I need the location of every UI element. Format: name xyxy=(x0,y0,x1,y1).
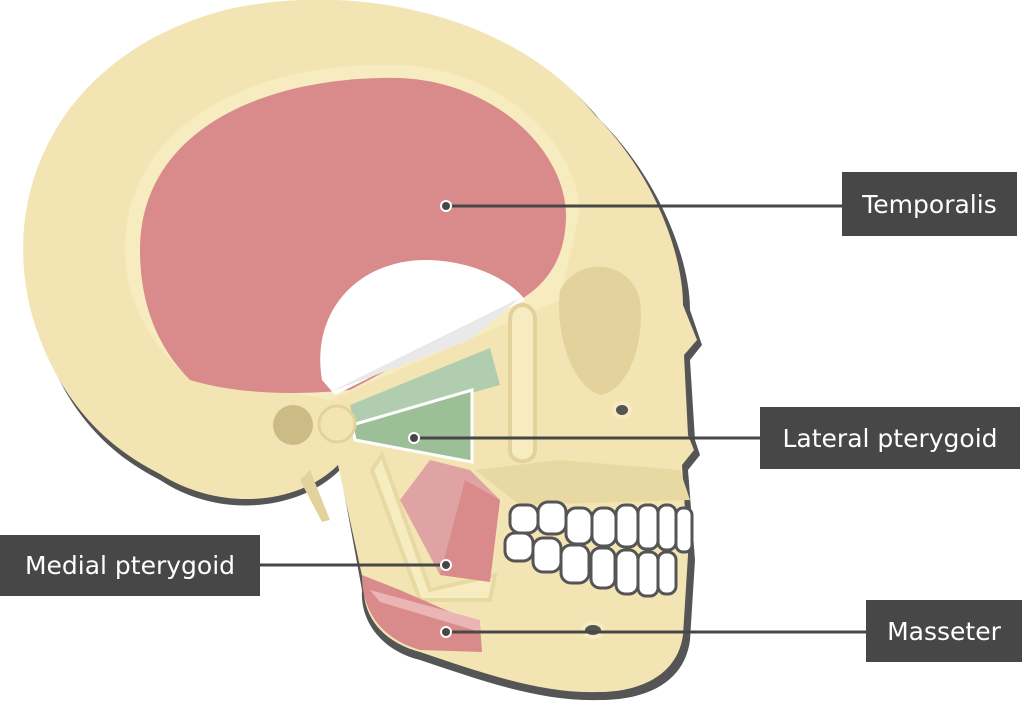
label-temporalis: Temporalis xyxy=(842,172,1017,236)
mandible-ramus xyxy=(369,450,498,602)
lateral-pterygoid-lower-head xyxy=(350,388,474,464)
styloid-process xyxy=(300,470,330,522)
mental-foramen xyxy=(581,621,605,639)
infraorbital-foramen xyxy=(612,401,632,419)
infratemporal-fossa xyxy=(320,259,525,395)
orbit xyxy=(559,266,641,395)
zygomatic-arch xyxy=(330,298,520,392)
masseter-superficial xyxy=(370,590,480,632)
maxilla xyxy=(475,460,690,505)
ear-canal xyxy=(273,405,313,445)
label-lateral-pterygoid: Lateral pterygoid xyxy=(760,407,1020,469)
leader-dots xyxy=(408,200,452,638)
lateral-pterygoid-upper-head xyxy=(350,348,500,425)
label-masseter: Masseter xyxy=(866,600,1022,662)
leader-lines xyxy=(260,204,866,634)
label-medial-pterygoid: Medial pterygoid xyxy=(0,535,260,596)
medial-pterygoid-deep xyxy=(440,480,500,582)
condyle xyxy=(317,404,357,444)
zygomatic-bone xyxy=(508,303,537,464)
teeth xyxy=(503,500,694,598)
